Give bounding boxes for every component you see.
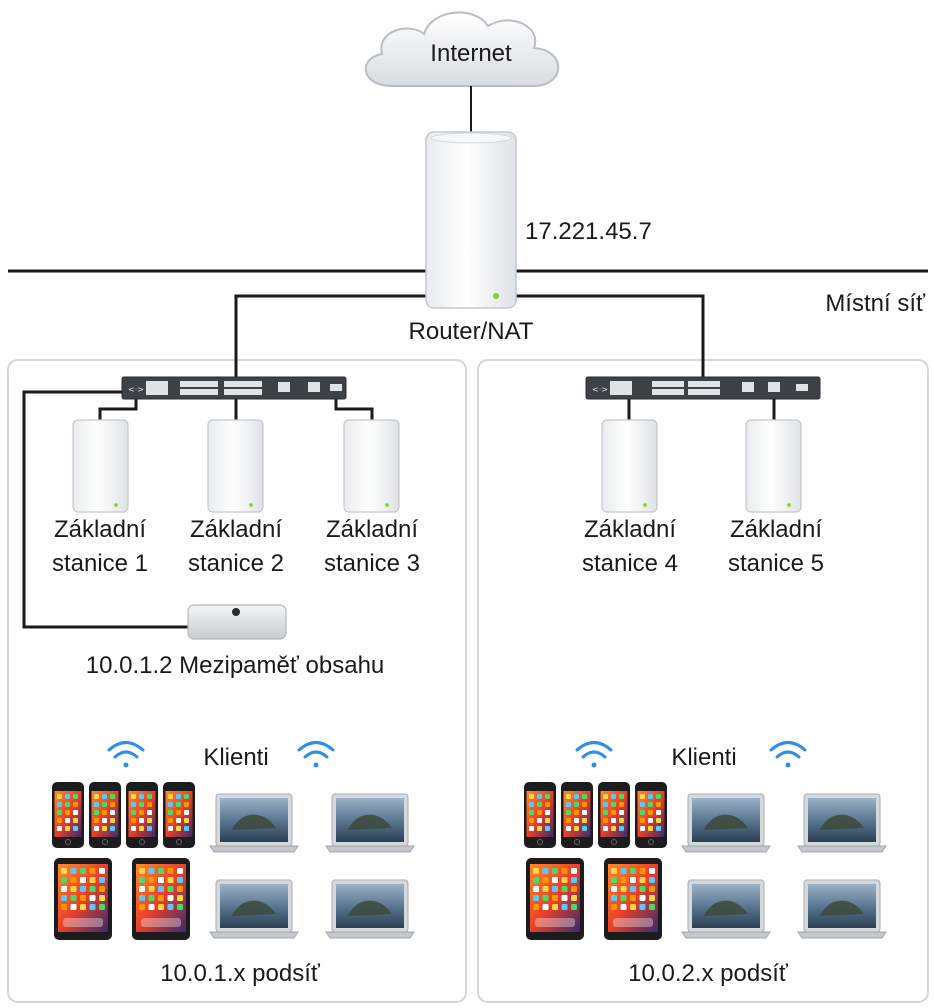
- router-to-right-switch-link: [514, 294, 705, 377]
- base-station-2-label-line2: stanice 2: [187, 550, 285, 577]
- router-to-left-switch-link: [234, 294, 427, 377]
- macbook-icon: [325, 879, 415, 939]
- base-station-5-label-line2: stanice 5: [727, 550, 825, 577]
- base-station-1-label-line1: Základní: [53, 516, 147, 543]
- svg-text:<·>: <·>: [128, 385, 144, 394]
- switch-to-station-1-link: [98, 399, 138, 420]
- ipad-icon: [54, 858, 112, 940]
- left-clients-label: Klienti: [203, 744, 269, 771]
- right-subnet-label: 10.0.2.x podsíť: [628, 960, 788, 987]
- macbook-icon: [209, 879, 299, 939]
- iphone-icon: [89, 782, 121, 848]
- base-station-5-device: [745, 419, 802, 513]
- iphone-icon: [635, 782, 667, 848]
- macbook-icon: [681, 793, 771, 853]
- internet-label: Internet: [430, 40, 512, 67]
- switch-to-cache-link: [22, 390, 188, 629]
- base-station-2-label-line1: Základní: [189, 516, 283, 543]
- ipad-icon: [526, 858, 584, 940]
- left-subnet-label: 10.0.1.x podsíť: [160, 960, 320, 987]
- base-station-3-label-line2: stanice 3: [323, 550, 421, 577]
- base-station-2-device: [207, 419, 264, 513]
- base-station-1-label-line2: stanice 1: [51, 550, 149, 577]
- svg-text:<·>: <·>: [592, 385, 608, 394]
- ipad-icon: [132, 858, 190, 940]
- macbook-icon: [209, 793, 299, 853]
- content-cache-label: 10.0.1.2 Mezipaměť obsahu: [85, 652, 385, 679]
- base-station-3-device: [343, 419, 400, 513]
- base-station-5-label-line1: Základní: [729, 516, 823, 543]
- router-label: Router/NAT: [408, 318, 534, 345]
- content-cache-mac-mini: [187, 604, 287, 640]
- base-station-4-label-line2: stanice 4: [581, 550, 679, 577]
- macbook-icon: [325, 793, 415, 853]
- macbook-icon: [797, 879, 887, 939]
- right-clients-label: Klienti: [671, 744, 737, 771]
- internet-cloud-icon: [364, 11, 560, 87]
- macbook-icon: [681, 879, 771, 939]
- router-status-led: [493, 293, 499, 299]
- ipad-icon: [604, 858, 662, 940]
- iphone-icon: [163, 782, 195, 848]
- base-station-4-label-line1: Základní: [583, 516, 677, 543]
- iphone-icon: [598, 782, 630, 848]
- macbook-icon: [797, 793, 887, 853]
- wifi-icon: [107, 741, 145, 768]
- router-ip-label: 17.221.45.7: [525, 218, 652, 245]
- base-station-1-device: [72, 419, 129, 513]
- iphone-icon: [126, 782, 158, 848]
- base-station-4-device: [601, 419, 658, 513]
- switch-to-station-3-link: [334, 399, 374, 420]
- iphone-icon: [52, 782, 84, 848]
- iphone-icon: [561, 782, 593, 848]
- lan-label: Místní síť: [825, 290, 925, 317]
- wifi-icon: [297, 741, 335, 768]
- apple-logo-icon: [232, 608, 240, 616]
- wifi-icon: [769, 741, 807, 768]
- wifi-icon: [575, 741, 613, 768]
- router-device: [425, 131, 517, 309]
- base-station-3-label-line1: Základní: [325, 516, 419, 543]
- right-switch-device: <·>: [585, 376, 821, 400]
- left-switch-device: <·>: [121, 376, 347, 400]
- iphone-icon: [524, 782, 556, 848]
